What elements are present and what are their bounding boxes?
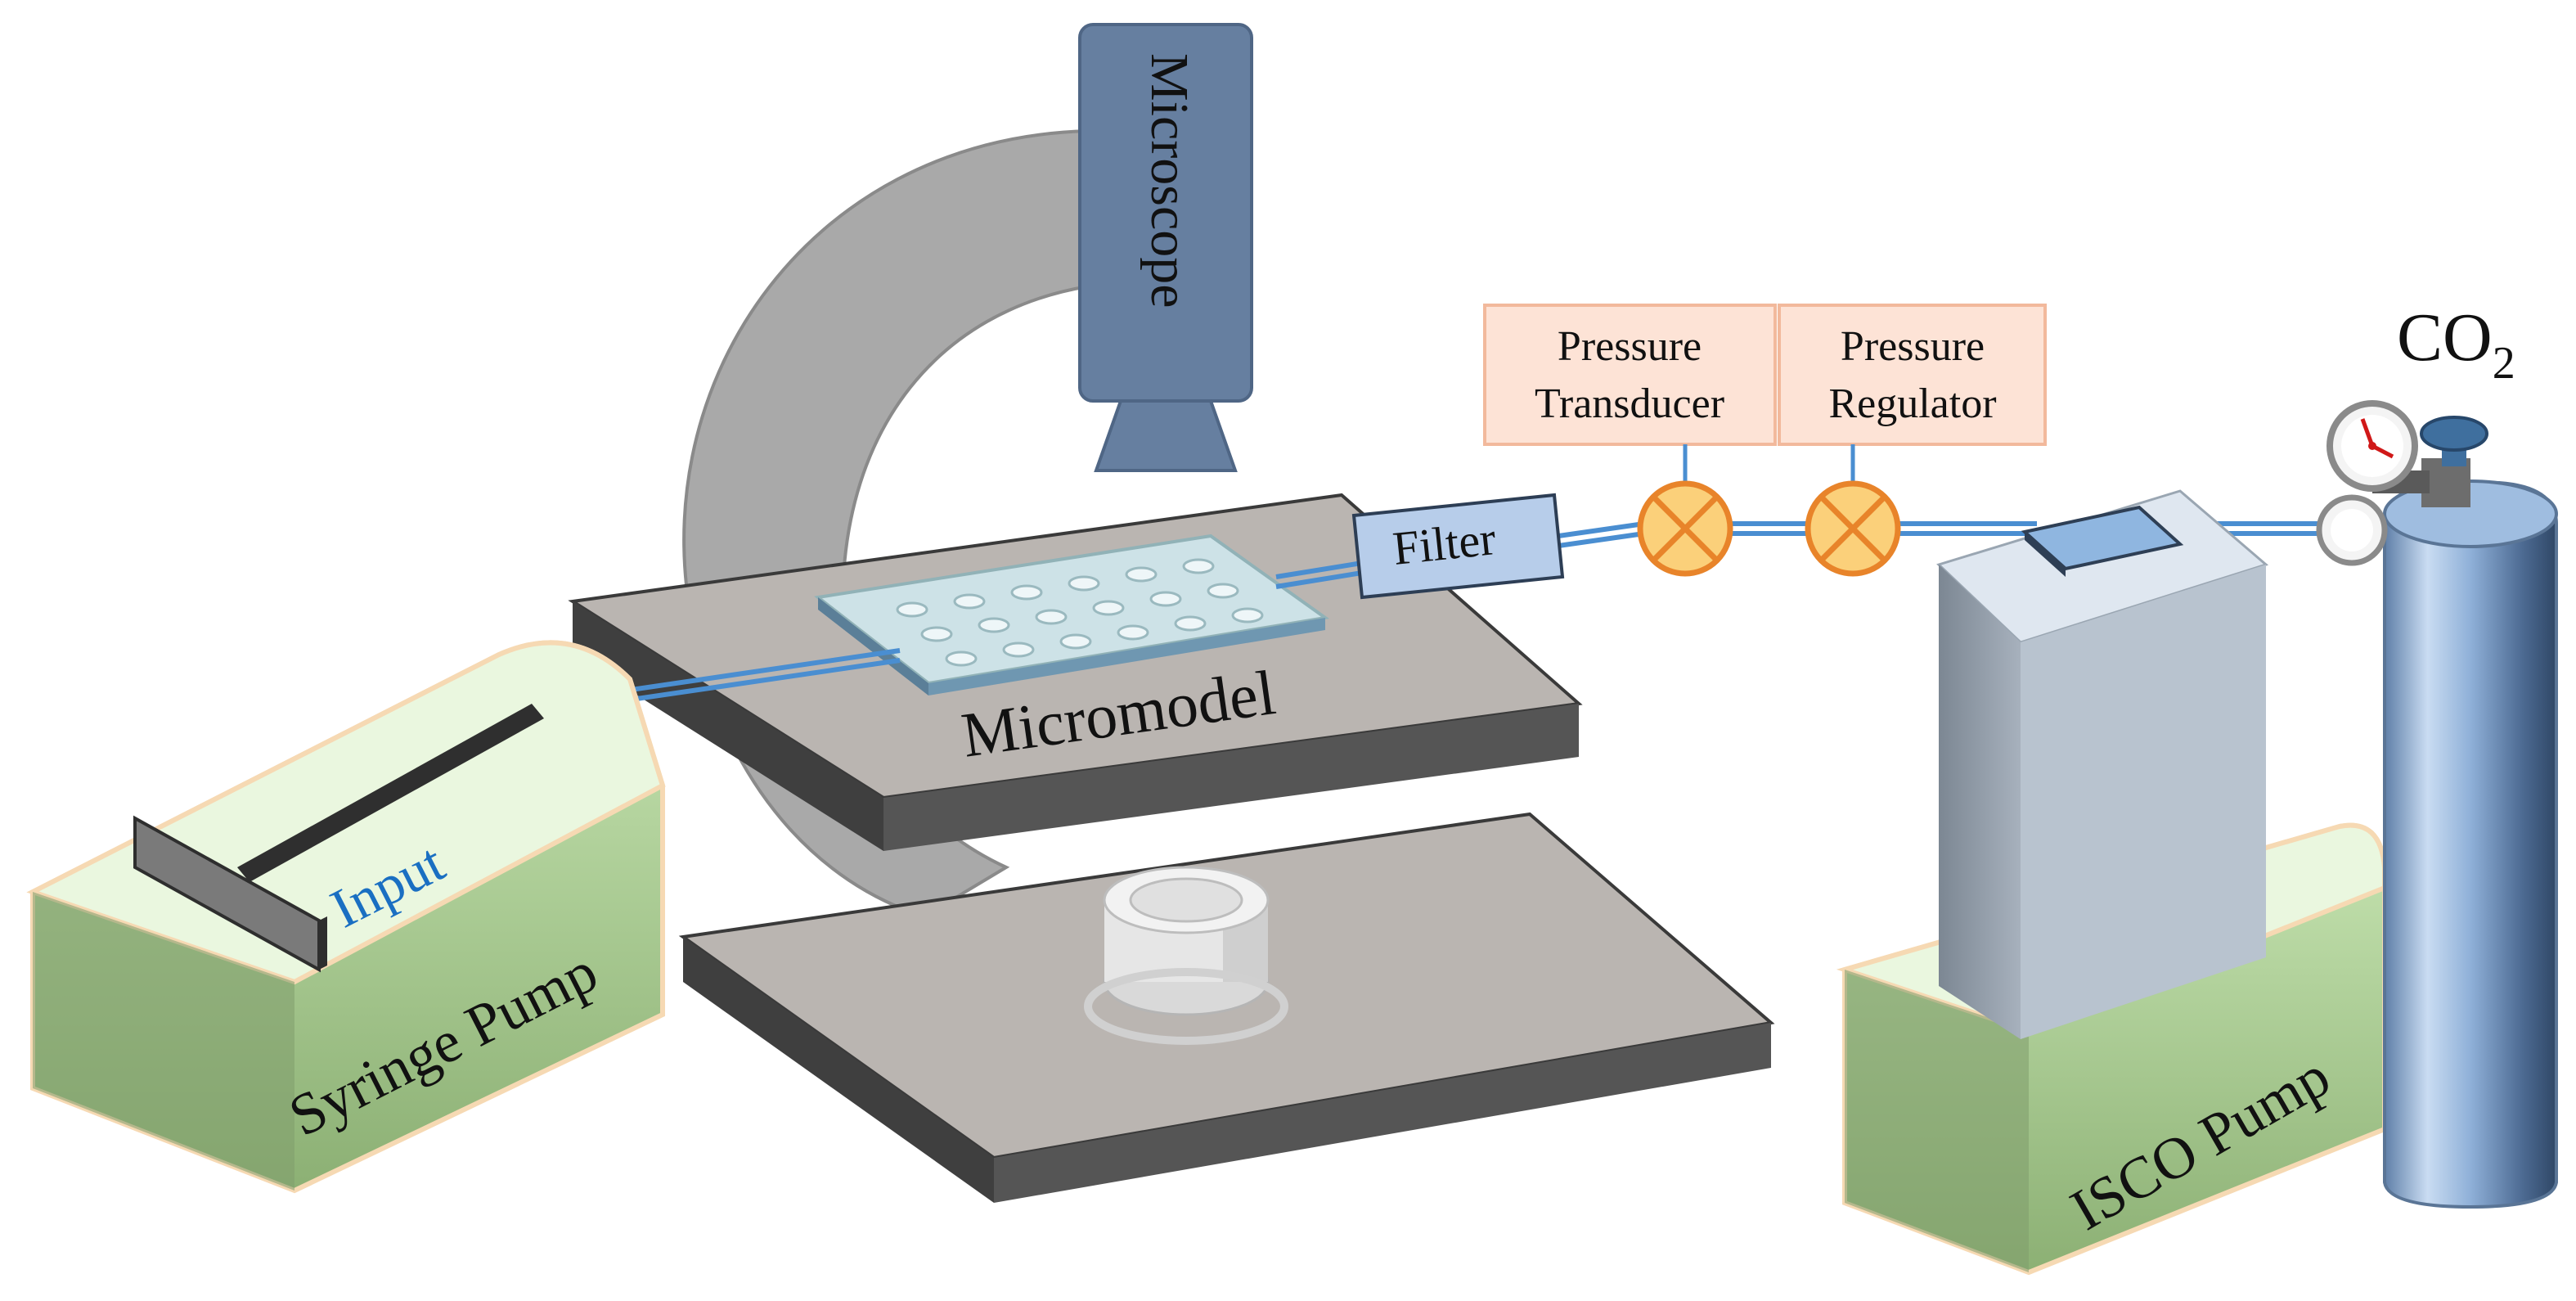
objective-lens <box>1084 866 1288 1045</box>
lower-platform <box>678 812 1775 1203</box>
pressure-transducer-label-line1: Pressure <box>1558 323 1702 370</box>
isco-pump: ISCO Pump <box>1836 489 2387 1276</box>
cylinder-valve-icon <box>2372 416 2488 507</box>
syringe-pump: Input Syringe Pump <box>26 640 666 1194</box>
pressure-regulator-label-line1: Pressure <box>1841 323 1985 370</box>
microscope-label: Microscope <box>1140 53 1199 308</box>
co2-cylinder <box>2316 400 2558 1209</box>
co2-label-main: CO <box>2397 299 2493 376</box>
co2-label: CO2 <box>2397 299 2515 389</box>
pressure-regulator: Pressure Regulator <box>1778 304 2047 577</box>
micromodel-chip <box>814 533 1330 696</box>
microscope: Microscope <box>1078 23 1253 472</box>
pressure-transducer-label-line2: Transducer <box>1535 380 1724 427</box>
regulator-valve-icon <box>1805 480 1901 577</box>
filter: Filter <box>1351 493 1565 600</box>
co2-label-subscript: 2 <box>2493 338 2515 389</box>
transducer-valve-icon <box>1637 480 1733 577</box>
pressure-transducer: Pressure Transducer <box>1483 304 1777 577</box>
syringe <box>133 704 544 973</box>
filter-label: Filter <box>1391 511 1499 575</box>
pressure-gauge-icon <box>2326 400 2418 492</box>
pressure-regulator-label-line2: Regulator <box>1828 380 1996 427</box>
outlet-gauge-icon <box>2316 494 2388 566</box>
isco-pump-body <box>1936 489 2269 1039</box>
